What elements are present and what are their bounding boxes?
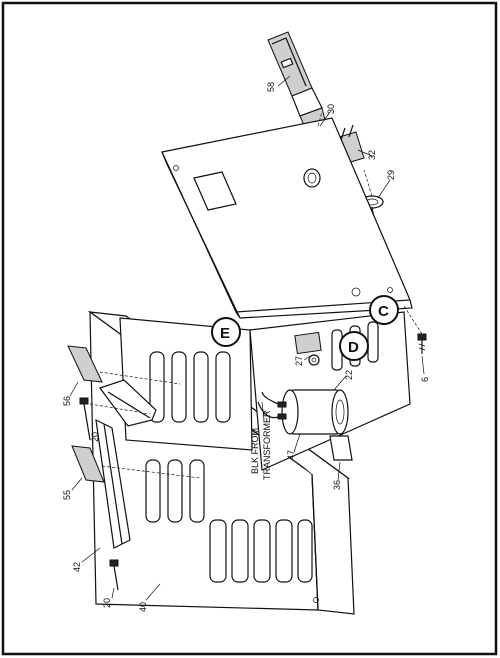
screw-6 — [417, 333, 427, 354]
screw-20-upper — [79, 397, 91, 441]
transformer-wire-note: BLK FROM TRANSFORMER — [250, 401, 272, 480]
detail-circle-e: E — [211, 317, 241, 347]
callout-29: 29 — [386, 170, 396, 180]
note-line-1: BLK FROM — [250, 428, 260, 474]
callout-42: 42 — [72, 562, 82, 572]
side-clip — [99, 379, 157, 427]
assembly-lines — [89, 111, 423, 479]
capacitor-bracket — [329, 435, 353, 461]
decal-56 — [67, 345, 103, 383]
callout-6: 6 — [420, 377, 430, 382]
detail-label-d: D — [348, 339, 359, 356]
screw-20-lower — [109, 559, 119, 591]
detail-label-e: E — [220, 325, 230, 342]
detail-label-c: C — [378, 303, 389, 320]
callouts: 58 30 32 29 27 22 6 47 36 56 20 55 42 20… — [62, 75, 430, 612]
callout-40: 40 — [138, 602, 148, 612]
detail-circle-c: C — [369, 295, 399, 325]
callout-32: 32 — [367, 150, 377, 160]
callout-27: 27 — [294, 356, 304, 366]
front-vents — [209, 519, 313, 583]
callout-22: 22 — [344, 370, 354, 380]
callout-58: 58 — [266, 82, 276, 92]
callout-47: 47 — [286, 450, 296, 460]
cover-panel — [161, 117, 413, 319]
callout-20-upper: 20 — [90, 432, 100, 442]
callout-36: 36 — [332, 480, 342, 490]
rectifier-assembly — [294, 331, 322, 366]
detail-circle-d: D — [339, 331, 369, 361]
capacitor — [257, 389, 349, 435]
callout-56: 56 — [62, 396, 72, 406]
decal-55 — [71, 445, 105, 483]
note-line-2: TRANSFORMER — [262, 410, 272, 480]
callout-55: 55 — [62, 490, 72, 500]
rear-vents — [149, 351, 231, 423]
callout-20-lower: 20 — [102, 598, 112, 608]
callout-30: 30 — [326, 104, 336, 114]
